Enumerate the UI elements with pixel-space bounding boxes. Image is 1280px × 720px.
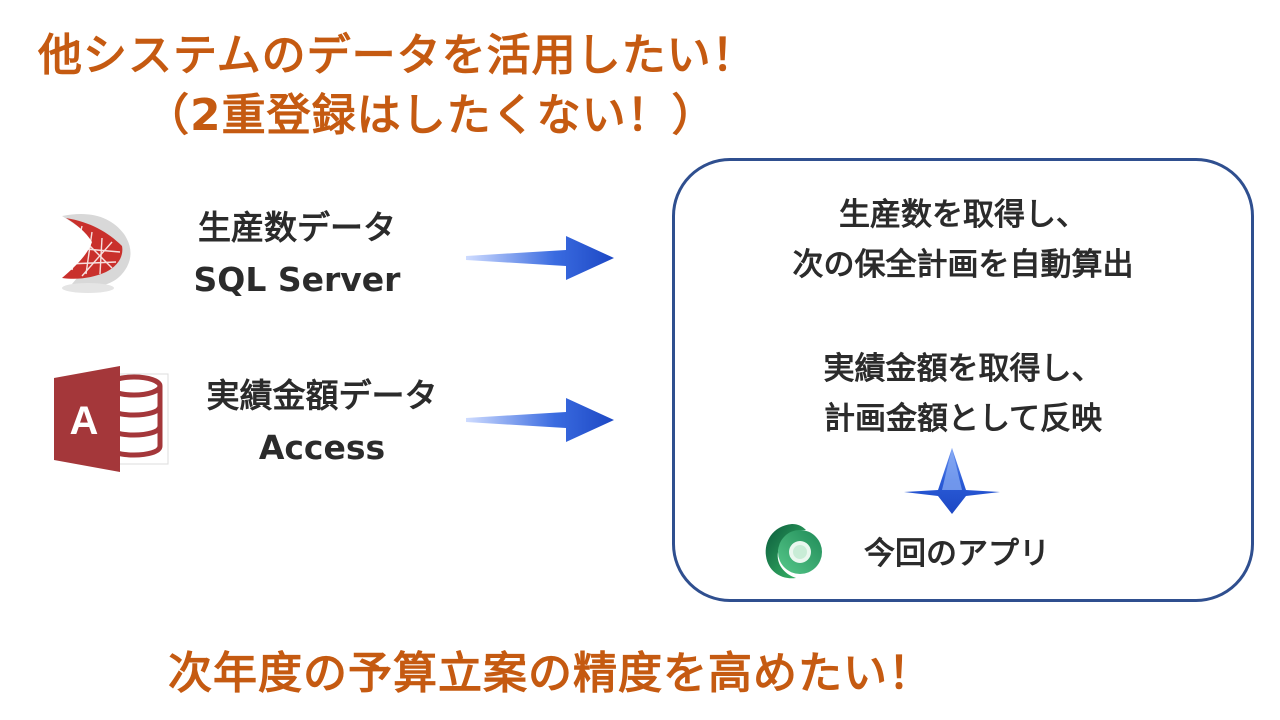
dataverse-icon <box>765 524 822 579</box>
production-count-description: 生産数を取得し、 次の保全計画を自動算出 <box>690 190 1236 290</box>
right-arrow-icon <box>466 398 614 442</box>
bottom-heading: 次年度の予算立案の精度を高めたい！ <box>168 648 933 699</box>
sql-source-name: SQL Server <box>193 260 401 299</box>
right-arrow-icon <box>466 236 614 280</box>
sql-source-title: 生産数データ <box>198 208 396 247</box>
actual-amount-description: 実績金額を取得し、 計画金額として反映 <box>690 344 1236 444</box>
access-icon: A <box>54 366 169 472</box>
up-down-arrow-icon <box>904 448 1000 514</box>
production-count-line2: 次の保全計画を自動算出 <box>792 247 1134 283</box>
app-box <box>672 158 1254 602</box>
app-label: 今回のアプリ <box>864 536 1050 572</box>
sql-server-icon <box>62 214 131 293</box>
main-heading: 他システムのデータを活用したい！ <box>38 30 757 81</box>
actual-amount-line2: 計画金額として反映 <box>823 401 1103 437</box>
access-source-name: Access <box>258 428 386 467</box>
sub-heading: （2重登録はしたくない！） <box>145 90 717 141</box>
sql-source-label: 生産数データ SQL Server <box>172 202 422 306</box>
actual-amount-line1: 実績金額を取得し、 <box>823 351 1103 387</box>
access-source-label: 実績金額データ Access <box>182 370 462 474</box>
production-count-line1: 生産数を取得し、 <box>839 197 1087 233</box>
access-source-title: 実績金額データ <box>206 376 438 415</box>
access-icon-letter: A <box>70 399 99 443</box>
